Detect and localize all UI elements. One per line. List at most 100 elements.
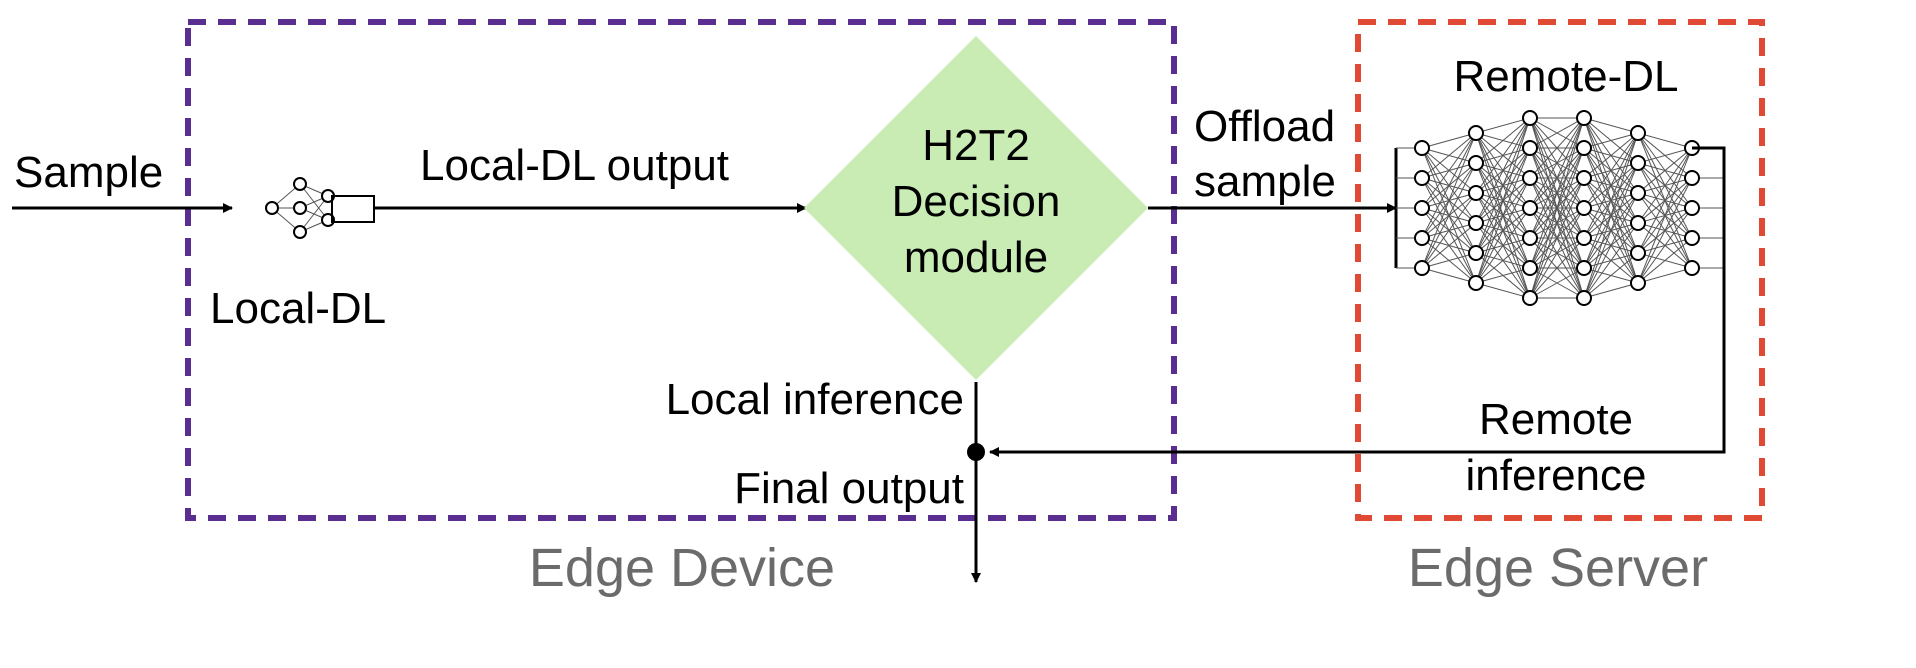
remote-dl-node (1684, 260, 1700, 276)
final-output-label: Final output (734, 464, 964, 513)
remote-dl-edge (1529, 177, 1585, 299)
remote-dl-node (1684, 230, 1700, 246)
remote-dl-node (1468, 185, 1484, 201)
remote-dl-edge (1637, 237, 1693, 284)
edge-device-label: Edge Device (529, 538, 835, 598)
remote-dl-edge (1475, 207, 1531, 284)
remote-dl-edge (1583, 132, 1639, 239)
local-inference-label: Local inference (666, 375, 964, 424)
remote-dl-edge (1529, 267, 1585, 299)
remote-dl-edge (1637, 177, 1693, 284)
remote-dl-edge (1475, 117, 1531, 284)
remote-dl-edge (1583, 222, 1639, 299)
remote-dl-edge (1529, 147, 1585, 299)
remote-dl-edge (1637, 147, 1693, 194)
remote-dl-node (1468, 245, 1484, 261)
remote-dl-edge (1421, 192, 1477, 269)
remote-dl-edge (1475, 117, 1531, 134)
remote-dl-node (1522, 260, 1538, 276)
remote-dl-edge (1637, 267, 1693, 284)
remote-dl-node (1630, 185, 1646, 201)
remote-dl-edge (1637, 132, 1693, 149)
remote-dl-edge (1475, 147, 1531, 284)
remote-dl-edge (1421, 267, 1477, 284)
remote-dl-edge (1529, 117, 1585, 299)
remote-dl-node (1630, 215, 1646, 231)
decision-label-line2: Decision (892, 177, 1061, 226)
remote-dl-node (1522, 110, 1538, 126)
remote-dl-edge (1475, 117, 1531, 254)
local-dl-output-bracket (331, 195, 375, 223)
remote-dl-node (1684, 200, 1700, 216)
remote-dl-edge (1421, 132, 1477, 179)
remote-inference-arrow (989, 146, 1726, 457)
edge-device-region (185, 19, 1177, 521)
remote-dl-edge (1637, 147, 1693, 164)
remote-dl-label: Remote-DL (1454, 52, 1679, 101)
remote-dl-node (1630, 275, 1646, 291)
remote-dl-node (1576, 200, 1592, 216)
merge-junction (967, 443, 985, 461)
remote-dl-edge (1583, 132, 1639, 299)
remote-dl-edge (1475, 117, 1531, 194)
remote-dl-node (1576, 110, 1592, 126)
remote-dl-node (1522, 170, 1538, 186)
decision-label-line1: H2T2 (922, 121, 1030, 170)
remote-dl-edge (1637, 147, 1693, 254)
remote-inference-label-line1: Remote (1479, 395, 1633, 444)
remote-dl-edge (1583, 252, 1639, 299)
remote-dl-node (1468, 215, 1484, 231)
local-dl-edge (299, 195, 329, 233)
decision-label-line3: module (904, 233, 1048, 282)
remote-dl-edge (1529, 207, 1585, 299)
remote-dl-edge (1475, 117, 1531, 164)
remote-dl-node (1414, 260, 1430, 276)
remote-dl-edge (1583, 132, 1639, 179)
sample-label: Sample (14, 148, 163, 197)
local-dl-node (265, 201, 279, 215)
remote-dl-node (1630, 245, 1646, 261)
remote-dl-edge (1583, 162, 1639, 299)
remote-dl-edge (1529, 237, 1585, 299)
local-dl-network-icon (265, 177, 335, 239)
remote-dl-edge (1583, 132, 1639, 149)
local-dl-label: Local-DL (210, 284, 386, 333)
remote-dl-edge (1475, 282, 1531, 299)
remote-dl-node (1576, 290, 1592, 306)
remote-dl-edge (1583, 192, 1639, 299)
remote-dl-network-icon (1396, 110, 1724, 306)
remote-dl-node (1522, 290, 1538, 306)
remote-dl-edge (1475, 177, 1531, 284)
remote-dl-edge (1529, 117, 1585, 209)
remote-dl-node (1522, 230, 1538, 246)
remote-dl-edge (1421, 222, 1477, 269)
remote-dl-node (1576, 230, 1592, 246)
remote-dl-edge (1475, 267, 1531, 284)
remote-dl-edge (1421, 132, 1477, 269)
offload-label-line2: sample (1194, 157, 1336, 206)
remote-dl-edge (1475, 117, 1531, 224)
remote-dl-node (1414, 170, 1430, 186)
remote-dl-edge (1421, 132, 1477, 239)
remote-dl-node (1414, 230, 1430, 246)
remote-dl-edge (1583, 132, 1639, 209)
remote-dl-node (1468, 155, 1484, 171)
remote-dl-node (1630, 125, 1646, 141)
remote-dl-node (1414, 200, 1430, 216)
remote-dl-edge (1529, 117, 1585, 179)
remote-dl-edge (1583, 282, 1639, 299)
remote-dl-edge (1637, 147, 1693, 224)
local-dl-node (293, 225, 307, 239)
offload-label-line1: Offload (1194, 102, 1335, 151)
remote-dl-edge (1475, 237, 1531, 284)
remote-dl-node (1468, 125, 1484, 141)
edge-server-label: Edge Server (1408, 538, 1708, 598)
local-dl-node (293, 201, 307, 215)
remote-dl-edge (1421, 132, 1477, 209)
remote-inference-label-line2: inference (1465, 451, 1646, 500)
remote-dl-node (1630, 155, 1646, 171)
remote-dl-node (1522, 140, 1538, 156)
remote-dl-edge (1529, 117, 1585, 239)
remote-dl-edge (1421, 252, 1477, 269)
remote-dl-node (1576, 140, 1592, 156)
